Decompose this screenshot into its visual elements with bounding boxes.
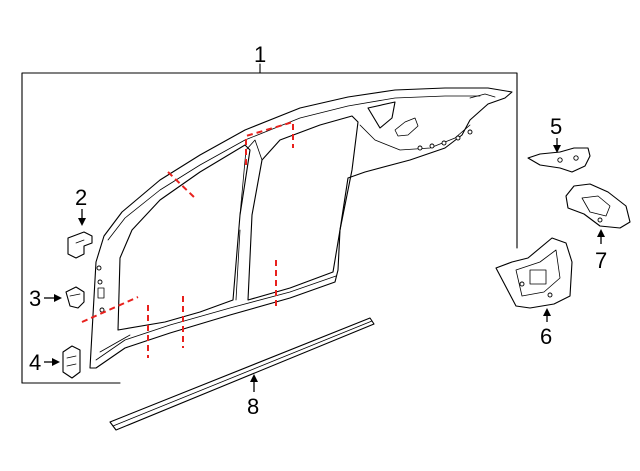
part-7-reinforcement	[565, 183, 631, 244]
part-8-rocker-molding	[109, 317, 375, 431]
callout-4: 4	[29, 350, 41, 375]
callout-2: 2	[75, 185, 87, 210]
callout-6: 6	[540, 324, 552, 349]
part-5-reinforcement	[527, 138, 591, 173]
part-4-bracket	[44, 345, 81, 379]
callout-5: 5	[550, 114, 562, 139]
callout-3: 3	[29, 286, 41, 311]
part-1-body-side-panel	[89, 87, 513, 369]
cut-lines	[81, 120, 294, 358]
part-3-bracket	[44, 286, 85, 309]
callout-1: 1	[254, 42, 266, 67]
assembly-frame	[21, 63, 518, 384]
callout-8: 8	[247, 394, 259, 419]
part-2-bracket	[67, 209, 93, 259]
part-6-reinforcement	[495, 237, 573, 322]
callout-7: 7	[595, 248, 607, 273]
